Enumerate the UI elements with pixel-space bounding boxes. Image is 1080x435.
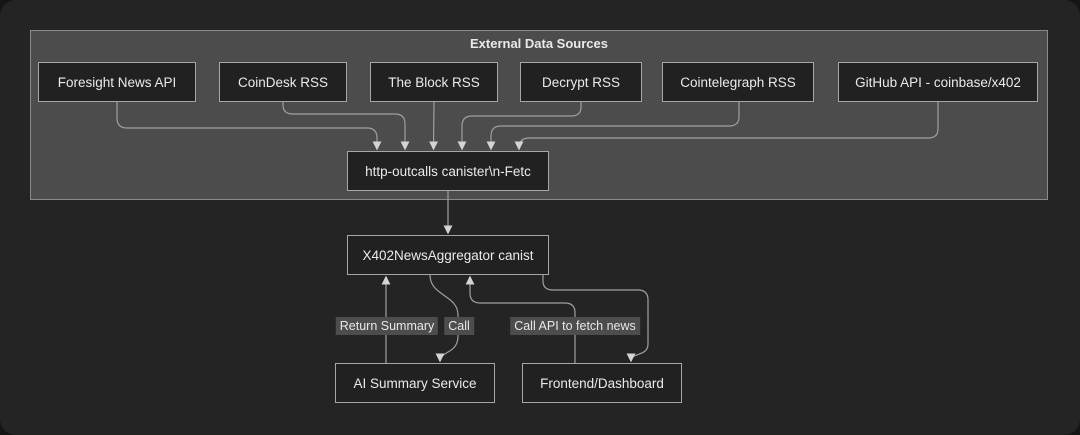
node-http-outcalls-canister: http-outcalls canister\n-Fetc xyxy=(347,151,549,191)
node-ai-summary-service: AI Summary Service xyxy=(335,363,495,403)
node-coindesk-rss: CoinDesk RSS xyxy=(219,62,347,102)
node-cointelegraph-rss: Cointelegraph RSS xyxy=(662,62,814,102)
node-label: Frontend/Dashboard xyxy=(540,375,664,391)
node-label: Cointelegraph RSS xyxy=(680,74,796,90)
edge-label-call-api-to-fetch-news: Call API to fetch news xyxy=(510,317,640,335)
node-the-block-rss: The Block RSS xyxy=(370,62,498,102)
node-label: X402NewsAggregator canist xyxy=(362,247,534,263)
node-github-api-coinbase-x402: GitHub API - coinbase/x402 xyxy=(838,62,1038,102)
node-foresight-news-api: Foresight News API xyxy=(38,62,196,102)
node-label: GitHub API - coinbase/x402 xyxy=(855,74,1021,90)
cluster-title: External Data Sources xyxy=(469,36,608,51)
node-frontend-dashboard: Frontend/Dashboard xyxy=(522,363,682,403)
node-label: AI Summary Service xyxy=(353,375,477,391)
node-label: Decrypt RSS xyxy=(541,74,621,90)
node-label: Foresight News API xyxy=(57,74,177,90)
node-decrypt-rss: Decrypt RSS xyxy=(520,62,642,102)
edge-label-return-summary: Return Summary xyxy=(335,317,439,335)
node-x402-news-aggregator-canister: X402NewsAggregator canist xyxy=(347,235,549,275)
node-label: CoinDesk RSS xyxy=(237,74,329,90)
edge-label-call: Call xyxy=(444,317,474,335)
node-label: http-outcalls canister\n-Fetc xyxy=(365,163,531,179)
node-label: The Block RSS xyxy=(388,74,480,90)
